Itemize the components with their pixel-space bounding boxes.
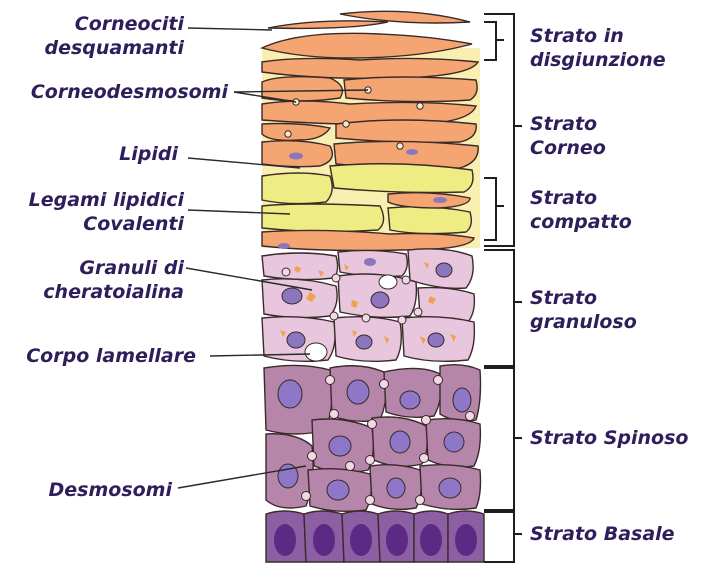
spinous-nucleus bbox=[439, 478, 461, 498]
label-stratum-disjunctum: Strato in bbox=[530, 25, 624, 47]
compact-cell bbox=[262, 173, 332, 204]
granular-nucleus bbox=[356, 335, 372, 349]
label-lipids: Lipidi bbox=[119, 143, 178, 165]
label-stratum-basale: Strato Basale bbox=[530, 523, 675, 545]
desquamating-corneocytes bbox=[262, 11, 478, 78]
basal-nucleus bbox=[386, 524, 408, 556]
granular-nucleus bbox=[371, 292, 389, 308]
lamellar-body bbox=[305, 343, 327, 361]
corneocyte bbox=[336, 120, 476, 143]
stratum-compactum-cells bbox=[262, 164, 474, 251]
compact-cell bbox=[330, 164, 473, 193]
basal-nucleus bbox=[420, 524, 442, 556]
label-keratohyalin-granules-2: cheratoialina bbox=[43, 281, 184, 303]
spinous-nucleus bbox=[390, 431, 410, 453]
granular-nucleus bbox=[364, 258, 376, 266]
basal-nucleus bbox=[350, 524, 372, 556]
granular-nucleus bbox=[436, 263, 452, 277]
brackets bbox=[484, 14, 522, 562]
spinous-nucleus bbox=[387, 478, 405, 498]
label-lamellar-body: Corpo lamellare bbox=[26, 345, 196, 367]
granular-nucleus bbox=[428, 333, 444, 347]
spinous-nucleus bbox=[327, 480, 349, 500]
spinous-nucleus bbox=[444, 432, 464, 452]
spinous-nucleus bbox=[347, 380, 369, 404]
basal-nucleus bbox=[274, 524, 296, 556]
corneocyte-nucleus bbox=[289, 153, 303, 160]
compact-cell-nucleus bbox=[278, 243, 290, 249]
corneocyte bbox=[268, 21, 388, 29]
basal-nucleus bbox=[313, 524, 335, 556]
label-keratohyalin-granules: Granuli di bbox=[79, 257, 184, 279]
label-stratum-corneum: Strato bbox=[530, 113, 597, 135]
stratum-granulosum-cells bbox=[262, 249, 474, 361]
lamellar-body bbox=[379, 275, 397, 289]
label-corneodesmosomes: Corneodesmosomi bbox=[31, 81, 229, 103]
corneocyte bbox=[262, 77, 342, 101]
label-desquamating-corneocytes-2: desquamanti bbox=[45, 37, 185, 59]
stratum-spinosum-cells bbox=[264, 365, 481, 512]
label-stratum-granulosum-2: granuloso bbox=[530, 311, 637, 333]
right-labels: Strato in disgiunzione Strato Corneo Str… bbox=[530, 25, 688, 545]
label-covalent-lipid-bonds: Legami lipidici bbox=[29, 189, 185, 211]
granular-cell bbox=[262, 253, 338, 280]
granular-nucleus bbox=[282, 288, 302, 304]
label-stratum-spinosum: Strato Spinoso bbox=[530, 427, 688, 449]
compact-cell bbox=[262, 204, 384, 232]
spinous-nucleus bbox=[400, 391, 420, 409]
label-stratum-compactum-2: compatto bbox=[530, 211, 632, 233]
label-desmosomes: Desmosomi bbox=[49, 479, 173, 501]
basal-nucleus bbox=[455, 524, 477, 556]
label-stratum-compactum: Strato bbox=[530, 187, 597, 209]
compact-cell-nucleus bbox=[433, 197, 447, 203]
corneocyte bbox=[344, 77, 477, 102]
label-stratum-granulosum: Strato bbox=[530, 287, 597, 309]
spinous-nucleus bbox=[329, 436, 351, 456]
label-covalent-lipid-bonds-2: Covalenti bbox=[83, 213, 184, 235]
label-stratum-disjunctum-2: disgiunzione bbox=[530, 49, 666, 71]
spinous-nucleus bbox=[453, 388, 471, 412]
corneocyte-nucleus bbox=[406, 149, 418, 155]
compact-cell bbox=[388, 207, 471, 234]
spinous-nucleus bbox=[278, 380, 302, 408]
granular-nucleus bbox=[287, 332, 305, 348]
label-desquamating-corneocytes: Corneociti bbox=[75, 13, 185, 35]
stratum-basale-cells bbox=[266, 511, 484, 562]
label-stratum-corneum-2: Corneo bbox=[530, 137, 606, 159]
left-labels: Corneociti desquamanti Corneodesmosomi L… bbox=[26, 13, 228, 501]
